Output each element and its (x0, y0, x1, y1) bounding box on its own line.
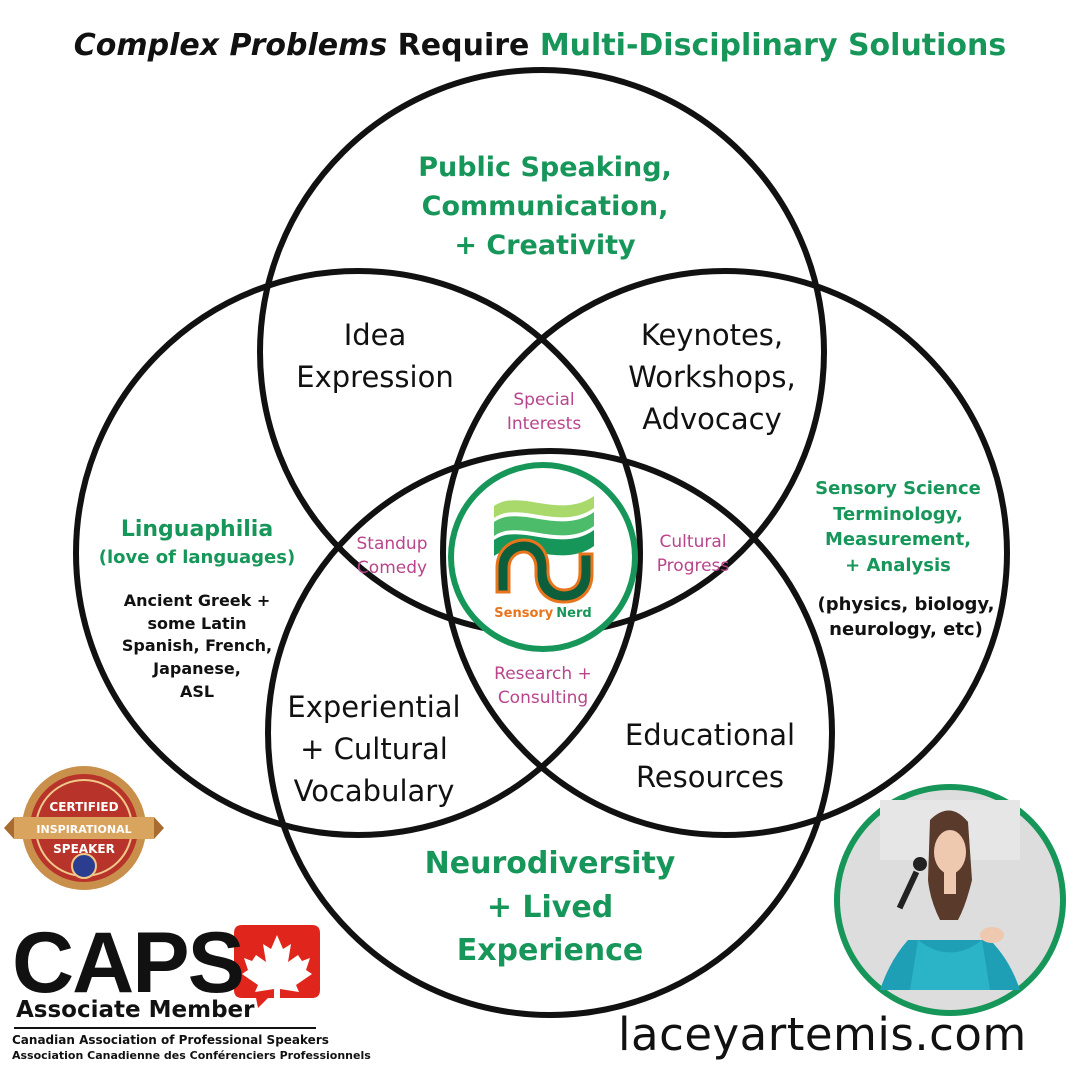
caps-title: CAPS (12, 915, 245, 1011)
caps-divider (14, 1027, 316, 1029)
maple-leaf-icon (234, 925, 320, 1008)
overlap-left-bottom: Experiential + Cultural Vocabulary (268, 686, 480, 812)
label-line: Consulting (497, 688, 589, 709)
venn-circle-right (440, 268, 1010, 838)
label-line: + Cultural (300, 732, 448, 767)
caps-member-label: Associate Member (16, 997, 255, 1023)
label-line: Progress (656, 556, 730, 577)
label-left-circle: Linguaphilia (love of languages) (92, 516, 302, 570)
label-line: Communication, (421, 191, 669, 223)
label-line: Advocacy (642, 402, 782, 437)
website-link[interactable]: laceyartemis.com (618, 1008, 1027, 1061)
label-line: (physics, biology, (817, 594, 995, 615)
label-line: neurology, etc) (829, 619, 983, 641)
label-line: Experience (456, 933, 644, 968)
label-line: Workshops, (628, 360, 796, 395)
label-line: Vocabulary (293, 774, 455, 809)
overlap-right-bottom: Educational Resources (600, 714, 820, 798)
label-line: some Latin (147, 613, 247, 633)
label-line: + Analysis (845, 554, 951, 576)
label-right-circle: Sensory Science Terminology, Measurement… (798, 476, 998, 578)
label-line: Idea (343, 318, 407, 352)
label-line: Educational (624, 718, 796, 752)
logo-word-2: Nerd (556, 606, 591, 621)
label-line: Spanish, French, (121, 636, 273, 656)
badge-line-2: INSPIRATIONAL (36, 823, 131, 836)
label-line: Ancient Greek + (123, 591, 271, 610)
label-line: Standup (356, 534, 428, 554)
caps-english-name: Canadian Association of Professional Spe… (12, 1033, 329, 1047)
logo-word-1: Sensory (494, 606, 554, 621)
overlap-top-right: Keynotes, Workshops, Advocacy (602, 314, 822, 440)
label-line: Special (513, 390, 575, 410)
overlap-top-left: Idea Expression (270, 314, 480, 398)
label-line: + Lived (486, 889, 614, 925)
venn-circle-bottom (265, 448, 835, 1018)
label-line: ASL (179, 681, 215, 701)
overlap-inner-bottom: Research + Consulting (480, 662, 606, 710)
label-right-sub: (physics, biology, neurology, etc) (798, 592, 1014, 642)
caps-french-name: Association Canadienne des Conférenciers… (12, 1049, 371, 1062)
label-bottom-circle: Neurodiversity + Lived Experience (380, 842, 720, 973)
label-line: Linguaphilia (120, 517, 274, 542)
label-line: Keynotes, (640, 318, 784, 352)
label-line: Interests (506, 414, 582, 435)
label-line: Expression (296, 360, 454, 395)
label-line: Comedy (356, 558, 428, 579)
title-part-3: Multi-Disciplinary Solutions (539, 28, 1007, 63)
badge-line-3: SPEAKER (53, 842, 115, 856)
overlap-inner-left: Standup Comedy (336, 532, 448, 580)
label-line: Resources (635, 760, 785, 795)
badge-line-1: CERTIFIED (49, 800, 118, 814)
label-line: (love of languages) (98, 546, 296, 568)
page-title: Complex Problems Require Multi-Disciplin… (0, 28, 1080, 63)
label-top-circle: Public Speaking, Communication, + Creati… (390, 148, 700, 265)
certified-speaker-badge: CERTIFIED INSPIRATIONAL SPEAKER (4, 766, 164, 890)
label-left-sub: Ancient Greek + some Latin Spanish, Fren… (102, 590, 292, 704)
label-line: Japanese, (153, 659, 241, 679)
label-line: Cultural (659, 532, 727, 552)
overlap-inner-right: Cultural Progress (636, 530, 750, 578)
label-line: Sensory Science (815, 478, 981, 499)
label-line: Research + (494, 664, 592, 684)
title-part-2: Require (387, 28, 540, 63)
label-line: Public Speaking, (418, 152, 672, 183)
label-line: Terminology, (833, 503, 963, 525)
label-line: Neurodiversity (424, 846, 676, 881)
venn-circle-left (73, 268, 643, 838)
label-line: + Creativity (454, 230, 636, 262)
overlap-inner-top: Special Interests (484, 388, 604, 436)
label-line: Experiential (287, 690, 461, 724)
speaker-photo (834, 784, 1066, 1016)
label-line: Measurement, (824, 529, 972, 551)
title-part-1: Complex Problems (73, 28, 388, 63)
